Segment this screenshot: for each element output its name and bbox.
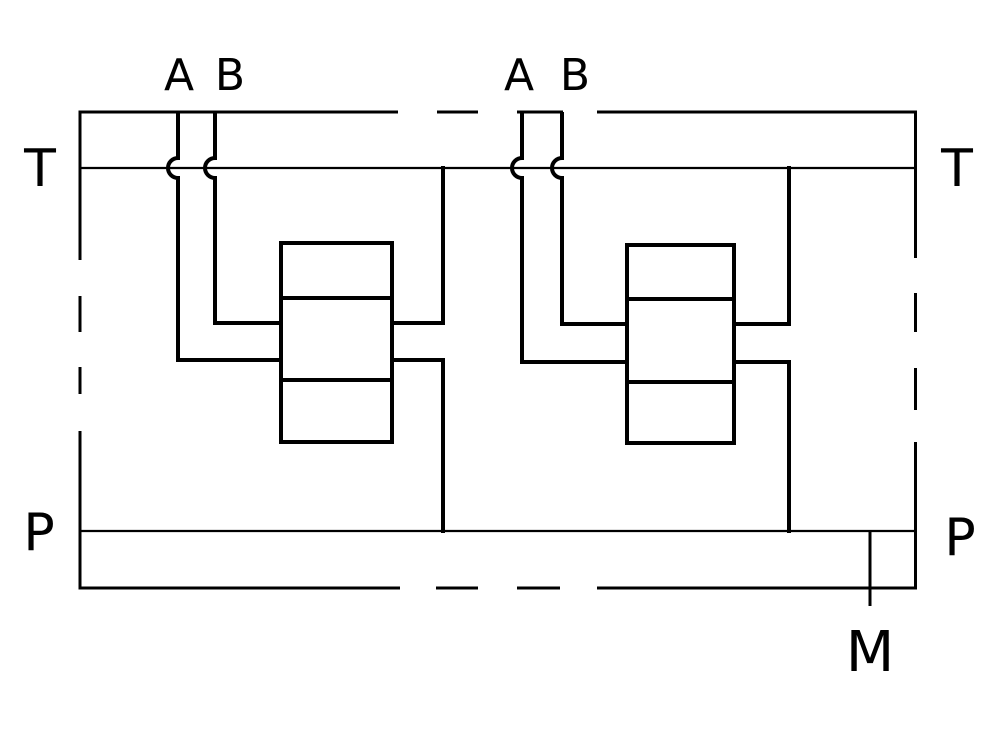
valve2-pressure-connection [732,360,791,533]
valve1-label-a: A [164,50,194,101]
valve1-pressure-connection [390,358,445,533]
port-label-tank-right: T [940,139,973,199]
valve2-port-b-line [550,112,627,326]
port-label-pressure-left: P [23,503,54,563]
port-label-tank-left: T [23,139,56,199]
valve2-body-dividers [627,297,734,384]
valve1-tank-connection [390,166,445,325]
port-label-gauge: M [846,620,894,685]
valve2-body [625,243,736,445]
valve1-body-dividers [281,296,392,382]
port-label-pressure-right: P [944,508,975,568]
valve2-label-a: A [504,50,534,101]
valve1-port-a-line [166,112,281,362]
valve1-port-b-line [203,112,281,325]
valve2-port-a-line [510,112,627,364]
valve1-label-b: B [215,50,245,101]
valve1-body [279,241,394,444]
valve2-tank-connection [732,166,791,326]
valve2-label-b: B [560,50,590,101]
